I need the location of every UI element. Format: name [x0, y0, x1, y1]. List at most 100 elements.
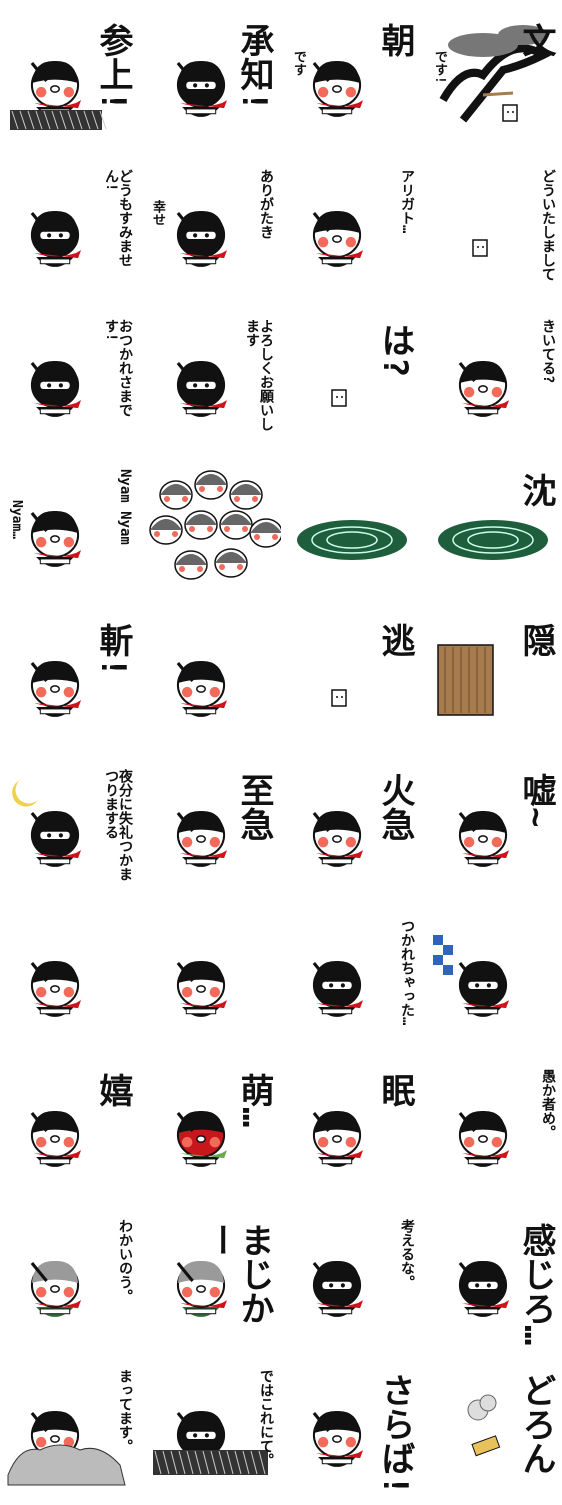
sticker-text: きいてる? — [540, 319, 556, 384]
sticker-text: 眠 — [375, 1073, 415, 1107]
sticker-subtext: Nyam… — [9, 500, 24, 540]
sticker-mattemasu[interactable]: まってます。 — [0, 1355, 140, 1505]
sticker-uso[interactable]: 嘘~ — [423, 755, 562, 905]
sticker-chin[interactable]: 沈 — [423, 455, 562, 605]
sticker-subtext: 幸せ — [150, 200, 165, 226]
sticker-illustration — [176, 61, 228, 117]
sticker-illustration — [458, 1261, 510, 1317]
sticker-ureshi[interactable]: 嬉 — [0, 1055, 140, 1205]
sticker-text: 隠 — [516, 623, 556, 657]
sticker-illustration — [458, 811, 510, 867]
sticker-text: まじかー — [200, 1223, 274, 1325]
sticker-illustration — [176, 1261, 228, 1317]
sticker-douitashimashite[interactable]: どういたしまして — [423, 155, 562, 305]
sticker-text: 承知! — [234, 23, 274, 112]
sticker-text: 沈 — [516, 473, 556, 507]
sticker-illustration — [30, 961, 82, 1017]
sticker-text: どういたしまして — [540, 169, 556, 281]
sticker-illustration — [433, 935, 510, 1017]
sticker-arigato[interactable]: アリガト… — [282, 155, 422, 305]
sticker-zan[interactable]: 斬! — [0, 605, 140, 755]
sticker-illustration — [437, 644, 494, 716]
sticker-kakure[interactable]: 隠 — [423, 605, 562, 755]
sticker-illustration — [312, 61, 364, 117]
sticker-nige[interactable]: 逃 — [282, 605, 422, 755]
sticker-text: Nyam Nyam — [117, 469, 133, 545]
sticker-dash2[interactable] — [141, 905, 281, 1055]
sticker-text: わかいのう。 — [117, 1219, 133, 1303]
sticker-wakainou[interactable]: わかいのう。 — [0, 1205, 140, 1355]
sticker-otsukare[interactable]: おつかれさまです! — [0, 305, 140, 455]
sticker-doron[interactable]: どろん — [423, 1355, 562, 1505]
sticker-text: アリガト… — [399, 169, 415, 234]
sticker-text: どうもすみません! — [103, 169, 133, 267]
sticker-illustration — [30, 211, 82, 267]
sticker-yoroshiku[interactable]: よろしくお願いします — [141, 305, 281, 455]
sticker-yabun[interactable]: 夜分に失礼つかまつりまする — [0, 755, 140, 905]
sticker-text: まってます。 — [117, 1369, 133, 1453]
sticker-doumo[interactable]: どうもすみません! — [0, 155, 140, 305]
sticker-nyam[interactable]: Nyam Nyam Nyam… — [0, 455, 140, 605]
sticker-kanjiro[interactable]: 感じろ… — [423, 1205, 562, 1355]
sticker-illustration — [176, 811, 228, 867]
sticker-illustration — [30, 511, 82, 567]
sticker-text: 萌… — [234, 1073, 274, 1128]
sticker-checker[interactable] — [423, 905, 562, 1055]
sticker-illustration — [312, 961, 364, 1017]
sticker-tsukarechatta[interactable]: つかれちゃった… — [282, 905, 422, 1055]
sticker-text: 文 — [516, 23, 556, 57]
sticker-illustration — [312, 211, 364, 267]
sticker-dash1[interactable] — [0, 905, 140, 1055]
sticker-text: 夜分に失礼つかまつりまする — [103, 769, 133, 881]
sticker-kakyu[interactable]: 火急 — [282, 755, 422, 905]
sticker-nemui[interactable]: 眠 — [282, 1055, 422, 1205]
sticker-sweat[interactable] — [141, 605, 281, 755]
sticker-text: 嬉 — [93, 1073, 133, 1107]
sticker-subtext: です — [291, 50, 306, 76]
sticker-pond[interactable] — [282, 455, 422, 605]
sticker-fumi[interactable]: 文です! — [423, 5, 562, 155]
sticker-sanjo[interactable]: 参上! — [0, 5, 140, 155]
sticker-illustration — [149, 470, 281, 580]
sticker-moe[interactable]: 萌… — [141, 1055, 281, 1205]
sticker-shochi[interactable]: 承知! — [141, 5, 281, 155]
sticker-orokamono[interactable]: 愚か者め。 — [423, 1055, 562, 1205]
sticker-illustration — [176, 961, 228, 1017]
sticker-illustration — [176, 361, 228, 417]
sticker-majika[interactable]: まじかー — [141, 1205, 281, 1355]
sticker-illustration — [312, 1411, 364, 1467]
sticker-asa[interactable]: 朝です — [282, 5, 422, 155]
sticker-illustration — [472, 239, 488, 257]
sticker-ha[interactable]: は? — [282, 305, 422, 455]
sticker-illustration — [331, 689, 347, 707]
sticker-text: 斬! — [93, 623, 133, 678]
sticker-illustration — [176, 661, 228, 717]
sticker-illustration — [297, 520, 407, 560]
sticker-illustration — [176, 1111, 228, 1167]
sticker-illustration — [30, 1111, 82, 1167]
sticker-illustration — [331, 389, 347, 407]
sticker-kiiteru[interactable]: きいてる? — [423, 305, 562, 455]
sticker-illustration — [438, 520, 548, 560]
sticker-text: 逃 — [375, 623, 415, 657]
sticker-text: おつかれさまです! — [103, 319, 133, 417]
sticker-kangaeruna[interactable]: 考えるな。 — [282, 1205, 422, 1355]
sticker-arigataki[interactable]: ありがたき幸せ — [141, 155, 281, 305]
sticker-illustration — [312, 811, 364, 867]
sticker-text: よろしくお願いします — [244, 319, 274, 431]
sticker-illustration — [467, 1394, 501, 1457]
sticker-illustration — [10, 61, 107, 130]
sticker-text: 参上! — [93, 23, 133, 112]
sticker-text: 火急 — [375, 773, 415, 841]
sticker-text: は? — [375, 323, 415, 378]
sticker-saraba[interactable]: さらば! — [282, 1355, 422, 1505]
sticker-crowd[interactable] — [141, 455, 281, 605]
sticker-shikyu[interactable]: 至急 — [141, 755, 281, 905]
sticker-illustration — [312, 1261, 364, 1317]
sticker-text: 朝 — [375, 23, 415, 57]
sticker-illustration — [458, 361, 510, 417]
sticker-dewakorenite[interactable]: ではこれにて。 — [141, 1355, 281, 1505]
sticker-text: さらば! — [375, 1373, 415, 1496]
sticker-text: どろん — [516, 1373, 556, 1475]
sticker-illustration — [458, 1111, 510, 1167]
